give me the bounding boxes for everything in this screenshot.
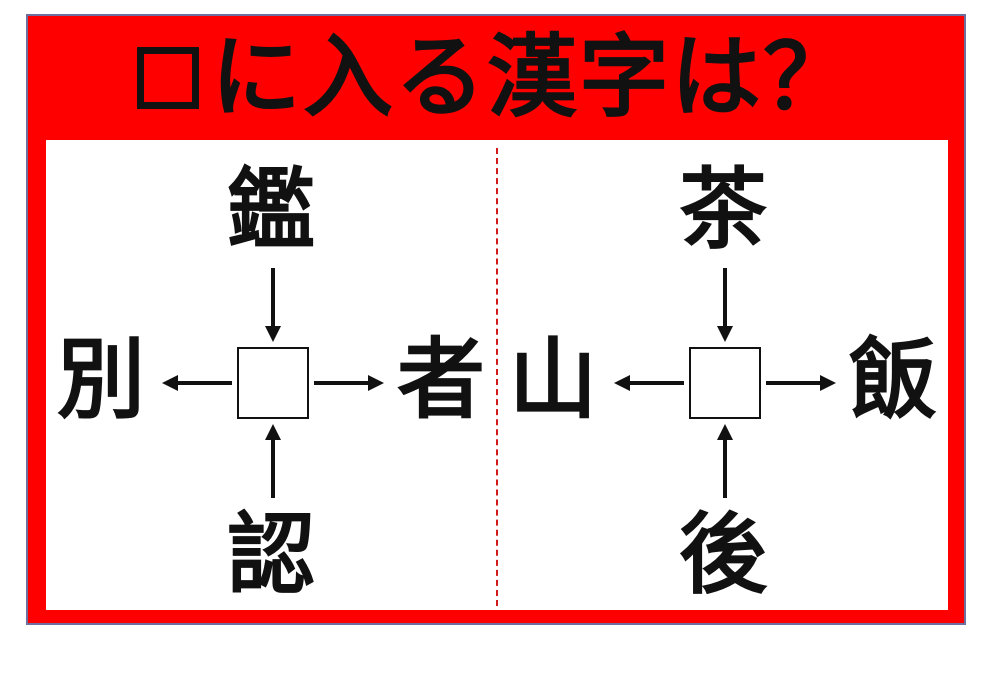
- arrow-left-icon: [162, 375, 232, 391]
- kanji-left: 別: [56, 328, 145, 431]
- quiz-title: に入る漢字は？: [28, 28, 964, 128]
- kanji-right: 飯: [848, 328, 937, 431]
- puzzle-right: 茶 山 飯 後: [498, 140, 948, 610]
- puzzle-panel: 鑑 別 者 認 茶 山: [46, 140, 948, 610]
- arrow-down-icon: [265, 268, 281, 342]
- kanji-right: 者: [396, 328, 485, 431]
- answer-blank-box[interactable]: [689, 347, 761, 419]
- kanji-top: 茶: [678, 158, 767, 261]
- kanji-bottom: 認: [226, 503, 315, 606]
- dashed-divider: [496, 148, 498, 606]
- quiz-frame: に入る漢字は？ 鑑 別 者 認: [26, 14, 966, 625]
- arrow-left-icon: [614, 375, 684, 391]
- arrow-right-icon: [766, 375, 836, 391]
- answer-blank-box[interactable]: [237, 347, 309, 419]
- arrow-up-icon: [265, 424, 281, 498]
- arrow-down-icon: [717, 268, 733, 342]
- kanji-top: 鑑: [226, 158, 315, 261]
- arrow-right-icon: [314, 375, 384, 391]
- kanji-bottom: 後: [678, 503, 767, 606]
- blank-square-icon: [137, 47, 199, 109]
- puzzle-left: 鑑 別 者 認: [46, 140, 496, 610]
- quiz-title-text: に入る漢字は？: [211, 25, 855, 130]
- arrow-up-icon: [717, 424, 733, 498]
- kanji-left: 山: [508, 328, 597, 431]
